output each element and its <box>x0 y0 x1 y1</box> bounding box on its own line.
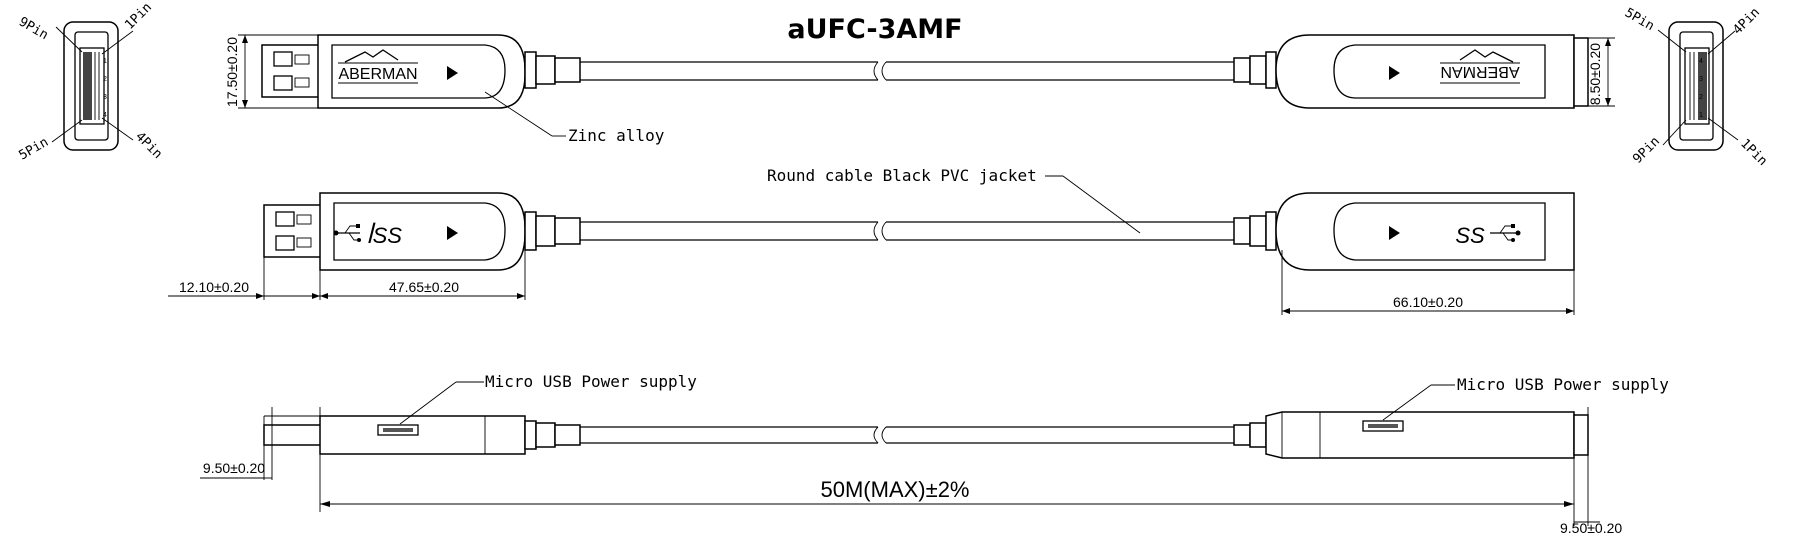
strain-relief-right <box>1265 51 1277 89</box>
svg-text:SS: SS <box>1455 223 1485 248</box>
left-face-pin-number: 2 <box>103 76 107 83</box>
strain-relief-left <box>554 57 581 83</box>
left-face-pin-number: 1 <box>103 58 107 65</box>
pin-label: 1Pin <box>1737 136 1770 169</box>
cable-break-mark <box>873 221 887 241</box>
plug-housing <box>319 415 526 455</box>
usb-ss-icon: SS <box>1455 223 1521 248</box>
usb-a-plug-tongue <box>263 204 323 258</box>
cable-segment-left <box>580 426 878 444</box>
pin-label: 9Pin <box>1630 134 1663 167</box>
pin-label: 4Pin <box>1730 5 1763 38</box>
right-face-pin-number: 3 <box>1699 76 1703 83</box>
right-face-pin-number: 4 <box>1699 58 1703 65</box>
left-face-pin-number: 3 <box>103 94 107 101</box>
dim-socket-housing-length: 66.10±0.20 <box>1393 294 1463 310</box>
drawing-title: aUFC-3AMF <box>787 14 962 45</box>
socket-receptacle-lip <box>1573 37 1589 107</box>
cable-segment-right <box>886 426 1234 444</box>
left-face-pin-number: 4 <box>103 112 107 119</box>
dim-left-thickness: 9.50±0.20 <box>203 460 265 476</box>
aberman-logo-mountain-icon <box>344 49 399 63</box>
socket-overmold <box>1333 44 1546 99</box>
usb-a-plug-tongue <box>261 44 321 98</box>
strain-relief-left <box>554 424 581 446</box>
micro-usb-port-right <box>1362 420 1404 432</box>
pin-label: 1Pin <box>122 0 155 33</box>
play-arrow-icon <box>447 66 458 80</box>
dim-plug-tongue-length: 12.10±0.20 <box>179 279 249 295</box>
right-end-face-view: 4 3 2 1 5Pin 4Pin 9Pin 1Pin <box>1622 5 1770 169</box>
dim-right-thickness: 9.50±0.20 <box>1560 520 1622 536</box>
cable-segment-right <box>886 221 1234 241</box>
cable-break-mark <box>873 426 887 444</box>
usb-a-plug-tongue <box>263 424 323 446</box>
plug-overmold <box>331 44 506 99</box>
dim-plug-housing-length: 47.65±0.20 <box>389 279 459 295</box>
socket-housing <box>1275 34 1575 109</box>
callout-cable-jacket: Round cable Black PVC jacket <box>767 166 1037 185</box>
dim-socket-height: 8.50±0.20 <box>1587 43 1603 105</box>
left-end-face-view: 1 2 3 4 9Pin 1Pin 5Pin 4Pin <box>16 0 165 163</box>
top-view-row: ABERMAN ABERMAN 17.50±0.20 <box>224 34 1615 145</box>
plug-housing <box>319 192 526 271</box>
socket-receptacle-lip <box>1573 414 1589 456</box>
micro-usb-port-left <box>377 424 419 436</box>
front-view-row: Micro USB Power supply Micro USB Power s… <box>200 372 1669 536</box>
dim-plug-height: 17.50±0.20 <box>224 37 240 107</box>
brand-logo-right: ABERMAN <box>1440 63 1519 80</box>
aberman-logo-mountain-icon <box>1459 49 1514 63</box>
play-arrow-icon <box>447 226 458 240</box>
play-arrow-icon <box>1389 226 1400 240</box>
strain-relief-left <box>554 217 581 245</box>
left-face-tongue <box>83 52 92 120</box>
brand-logo-left: ABERMAN <box>338 66 417 83</box>
callout-micro-usb-left: Micro USB Power supply <box>485 372 697 391</box>
pin-label: 9Pin <box>16 14 51 43</box>
pin-label: 4Pin <box>132 129 165 162</box>
play-arrow-icon <box>1389 66 1400 80</box>
socket-housing <box>1265 411 1575 459</box>
usb-ss-icon: ꟾSS <box>333 222 402 248</box>
callout-micro-usb-right: Micro USB Power supply <box>1457 375 1669 394</box>
socket-overmold <box>1333 202 1546 261</box>
pin-label: 5Pin <box>17 135 52 164</box>
side-view-row: ꟾSS SS Round cable Black PVC jacket <box>168 166 1575 315</box>
cable-segment-left <box>580 61 878 81</box>
strain-relief-right <box>1265 211 1277 251</box>
pin-label: 5Pin <box>1622 5 1657 34</box>
socket-housing <box>1275 192 1575 271</box>
dim-total-length: 50M(MAX)±2% <box>821 477 970 502</box>
svg-text:ꟾSS: ꟾSS <box>366 222 402 248</box>
cable-segment-left <box>580 221 878 241</box>
plug-overmold <box>333 202 506 261</box>
right-face-pin-number: 2 <box>1699 94 1703 101</box>
right-face-pin-number: 1 <box>1699 112 1703 119</box>
callout-zinc-alloy: Zinc alloy <box>568 126 665 145</box>
right-face-tongue <box>1698 52 1707 120</box>
cable-break-mark <box>873 61 887 81</box>
cable-segment-right <box>886 61 1234 81</box>
